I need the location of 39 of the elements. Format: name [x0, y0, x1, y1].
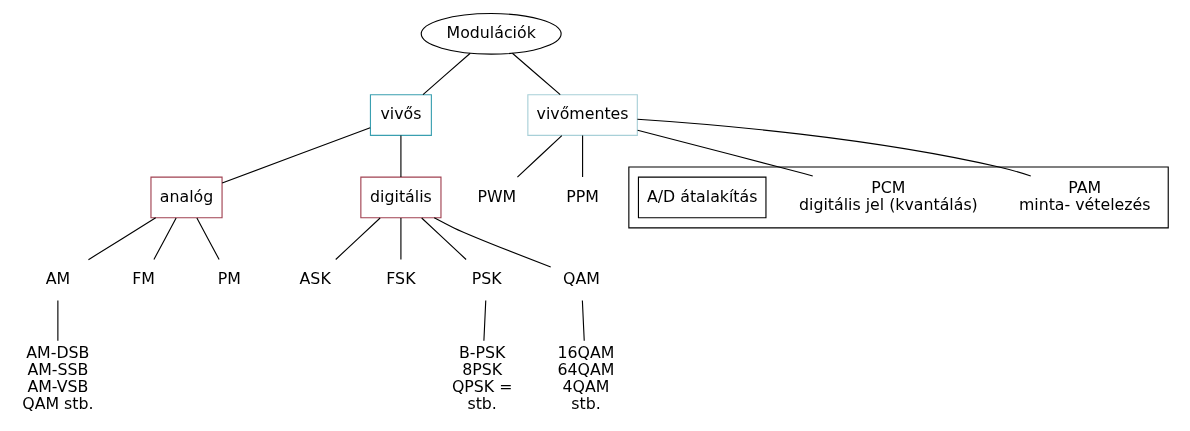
connector: [637, 129, 814, 177]
node-text: B-PSK 8PSK QPSK = stb.: [451, 342, 513, 413]
node-text: FM: [132, 268, 155, 288]
connector: [196, 217, 220, 261]
connector: [221, 127, 371, 184]
node-text: 16QAM 64QAM 4QAM stb.: [557, 342, 615, 413]
node-text: PPM: [566, 186, 599, 206]
node-text: ASK: [299, 268, 331, 288]
connector: [400, 135, 402, 178]
connector: [87, 217, 157, 261]
node-box: A/D átalakítás: [637, 176, 767, 219]
connector: [421, 217, 467, 261]
cluster: [628, 166, 1169, 229]
node-text: AM-DSB AM-SSB AM-VSB QAM stb.: [22, 342, 94, 413]
node-text: PSK: [471, 268, 502, 288]
connector: [581, 300, 585, 342]
node-box: vivőmentes: [527, 94, 638, 136]
connector: [582, 135, 584, 178]
connector: [422, 52, 471, 96]
connector: [400, 217, 402, 261]
node-text: AM: [45, 268, 71, 288]
connector: [516, 135, 563, 178]
node-ellipse: Modulációk: [420, 12, 562, 55]
node-text: QAM: [563, 268, 600, 288]
connector: [636, 118, 1032, 177]
node-box: analóg: [150, 176, 223, 219]
node-box: vivős: [369, 94, 432, 136]
node-text: PCM digitális jel (kvantálás): [799, 178, 978, 215]
node-box: digitális: [360, 176, 442, 219]
node-text: PAM minta- vételezés: [1018, 178, 1151, 215]
connector: [153, 217, 177, 261]
node-text: PWM: [477, 186, 517, 206]
connector: [433, 217, 552, 268]
connector: [335, 217, 381, 261]
connector: [57, 300, 59, 342]
node-text: PM: [217, 268, 241, 288]
node-text: FSK: [386, 268, 416, 288]
connector: [483, 300, 487, 342]
connector: [511, 52, 561, 96]
